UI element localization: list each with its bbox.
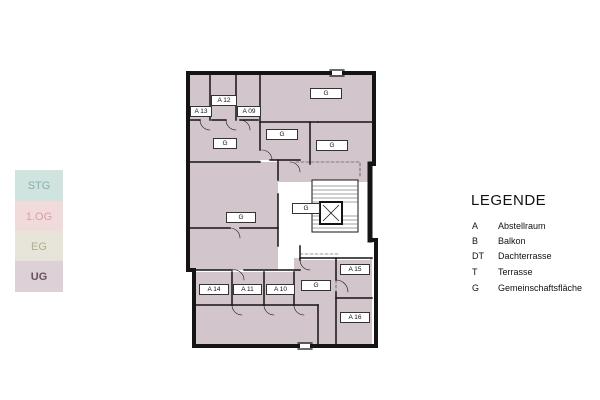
room-label-g-small-right: G [316, 140, 348, 151]
room-label-a13: A 13 [190, 106, 212, 117]
room-corridor-right [278, 160, 370, 182]
room-label-g-small-center: G [266, 129, 298, 140]
floor-label: UG [30, 270, 48, 283]
floor-button-ug[interactable]: UG [15, 261, 63, 292]
legend-item: G Gemeinschaftsfläche [472, 281, 582, 295]
legend-key: DT [472, 251, 484, 261]
legend-key: B [472, 236, 479, 246]
floor-label: EG [31, 240, 47, 253]
room-label-a09: A 09 [237, 106, 261, 117]
room-label-g-big: G [226, 212, 256, 223]
legend-item: B Balkon [472, 234, 526, 248]
legend-label: Gemeinschaftsfläche [498, 283, 583, 293]
legend-title: LEGENDE [471, 192, 547, 209]
room-g-lower-center [294, 258, 336, 344]
legend-label: Balkon [498, 236, 526, 246]
legend-label: Terrasse [498, 267, 533, 277]
room-g-small-left [260, 122, 310, 160]
room-label-g-core: G [292, 203, 320, 214]
legend-item: T Terrasse [472, 265, 533, 279]
room-label-a12: A 12 [211, 95, 237, 106]
room-label-a15: A 15 [340, 264, 370, 275]
room-label-g-small-left: G [213, 138, 237, 149]
floor-button-1og[interactable]: 1.OG [15, 201, 63, 232]
hallway [278, 182, 370, 260]
legend-label: Dachterrasse [498, 251, 552, 261]
legend-item: DT Dachterrasse [472, 249, 552, 263]
legend-key: G [472, 283, 480, 293]
floor-label: 1.OG [25, 210, 53, 223]
legend-label: Abstellraum [498, 221, 546, 231]
floor-label: STG [27, 179, 51, 192]
room-label-a16: A 16 [340, 312, 370, 323]
room-label-a14: A 14 [199, 284, 229, 295]
room-label-g-top-right: G [310, 88, 342, 99]
room-a11 [232, 272, 264, 344]
room-label-a10: A 10 [266, 284, 295, 295]
room-label-g-lower-center: G [301, 280, 331, 291]
legend-key: T [472, 267, 478, 277]
room-a14 [196, 272, 232, 344]
floor-button-stg[interactable]: STG [15, 170, 63, 201]
room-label-a11: A 11 [233, 284, 262, 295]
walls [186, 69, 378, 350]
floor-button-eg[interactable]: EG [15, 231, 63, 262]
room-a10 [264, 272, 294, 344]
legend-item: A Abstellraum [472, 219, 546, 233]
legend-key: A [472, 221, 479, 231]
